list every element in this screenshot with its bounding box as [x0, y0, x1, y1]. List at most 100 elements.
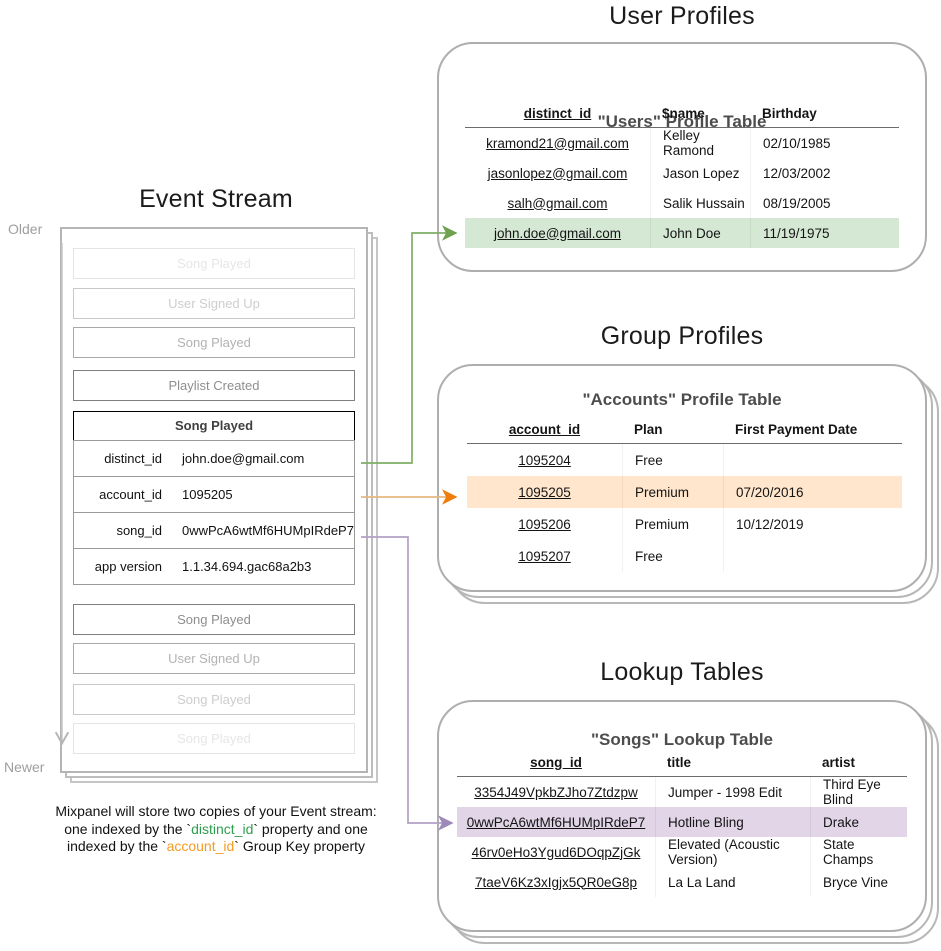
- users-table-title: "Users" Profile Table: [597, 112, 767, 131]
- cell-distinct-id: salh@gmail.com: [507, 195, 608, 211]
- cell-payment-date: 07/20/2016: [723, 476, 902, 508]
- property-key: account_id: [99, 487, 162, 502]
- songs-table-title: "Songs" Lookup Table: [590, 730, 774, 749]
- cell-name: Salik Hussain: [650, 188, 750, 218]
- cell-name: Kelley Ramond: [650, 128, 750, 158]
- property-value: 1.1.34.694.gac68a2b3: [182, 559, 312, 574]
- cell-artist: Bryce Vine: [810, 867, 907, 897]
- cell-birthday: 11/19/1975: [750, 218, 899, 248]
- event-box: Song Played: [73, 604, 355, 635]
- table-row: 7taeV6Kz3xIgjx5QR0eG8p La La Land Bryce …: [457, 867, 907, 897]
- cell-title: La La Land: [655, 867, 810, 897]
- cell-title: Hotline Bling: [655, 807, 810, 837]
- cell-birthday: 12/03/2002: [750, 158, 899, 188]
- users-table-header: distinct_id $name Birthday: [465, 100, 899, 126]
- cell-plan: Free: [622, 540, 723, 572]
- column-header-name: $name: [662, 105, 705, 121]
- table-row: 1095207 Free: [467, 540, 902, 572]
- property-key: app version: [94, 559, 162, 574]
- cell-song-id: 0wwPcA6wtMf6HUMpIRdeP7: [466, 814, 646, 830]
- lookup-tables-title: Lookup Tables: [600, 658, 764, 686]
- table-row-highlighted: 0wwPcA6wtMf6HUMpIRdeP7 Hotline Bling Dra…: [457, 807, 907, 837]
- property-value: john.doe@gmail.com: [182, 451, 305, 466]
- accounts-profile-card: "Accounts" Profile Table account_id Plan…: [437, 364, 939, 604]
- column-header-song-id: song_id: [530, 754, 582, 770]
- caption: Mixpanel will store two copies of your E…: [6, 803, 426, 856]
- column-header-first-payment-date: First Payment Date: [735, 421, 858, 437]
- cell-distinct-id: john.doe@gmail.com: [493, 225, 622, 241]
- cell-account-id: 1095205: [518, 484, 571, 500]
- table-row: kramond21@gmail.com Kelley Ramond 02/10/…: [465, 128, 899, 158]
- cell-artist: Third Eye Blind: [810, 777, 907, 807]
- table-row-highlighted: 1095205 Premium 07/20/2016: [467, 476, 902, 508]
- caption-account-id: account_id: [166, 838, 235, 854]
- event-box: Song Played: [73, 684, 355, 715]
- property-value: 1095205: [182, 487, 233, 502]
- group-profiles-title: Group Profiles: [600, 322, 764, 350]
- active-event-card: Song Played distinct_id john.doe@gmail.c…: [73, 411, 355, 585]
- cell-birthday: 02/10/1985: [750, 128, 899, 158]
- cell-distinct-id: kramond21@gmail.com: [486, 135, 629, 151]
- column-header-title: title: [667, 754, 692, 770]
- event-box: User Signed Up: [73, 288, 355, 319]
- table-row: jasonlopez@gmail.com Jason Lopez 12/03/2…: [465, 158, 899, 188]
- cell-account-id: 1095206: [518, 516, 571, 532]
- cell-birthday: 08/19/2005: [750, 188, 899, 218]
- column-header-plan: Plan: [634, 421, 663, 437]
- property-key: distinct_id: [104, 451, 162, 466]
- column-header-birthday: Birthday: [762, 105, 817, 121]
- cell-payment-date: [723, 540, 902, 572]
- cell-account-id: 1095207: [518, 548, 571, 564]
- event-box: Song Played: [73, 723, 355, 754]
- users-profile-card: "Users" Profile Table distinct_id $name …: [437, 42, 927, 272]
- accounts-table: account_id Plan First Payment Date 10952…: [467, 416, 902, 572]
- cell-plan: Premium: [622, 476, 723, 508]
- cell-song-id: 7taeV6Kz3xIgjx5QR0eG8p: [474, 874, 638, 890]
- cell-distinct-id: jasonlopez@gmail.com: [487, 165, 628, 181]
- active-event-name: Song Played: [73, 411, 355, 441]
- event-property-row-account-id: account_id 1095205: [73, 476, 355, 513]
- cell-payment-date: 10/12/2019: [723, 508, 902, 540]
- songs-table-header: song_id title artist: [457, 749, 907, 775]
- newer-label: Newer: [4, 759, 45, 775]
- event-stream-panel: Song Played User Signed Up Song Played P…: [60, 227, 378, 783]
- caption-line-3: indexed by the `account_id` Group Key pr…: [66, 838, 366, 854]
- accounts-table-title: "Accounts" Profile Table: [582, 390, 782, 409]
- caption-distinct-id: distinct_id: [191, 820, 254, 837]
- property-key: song_id: [116, 523, 162, 538]
- table-row: 3354J49VpkbZJho7Ztdzpw Jumper - 1998 Edi…: [457, 777, 907, 807]
- header-divider: [467, 443, 902, 444]
- cell-payment-date: [723, 444, 902, 476]
- event-property-row-song-id: song_id 0wwPcA6wtMf6HUMpIRdeP7: [73, 512, 355, 549]
- cell-song-id: 46rv0eHo3Ygud6DOqpZjGk: [471, 844, 641, 860]
- user-profiles-title: User Profiles: [609, 2, 755, 30]
- cell-plan: Free: [622, 444, 723, 476]
- table-row: salh@gmail.com Salik Hussain 08/19/2005: [465, 188, 899, 218]
- event-property-row-app-version: app version 1.1.34.694.gac68a2b3: [73, 548, 355, 585]
- cell-name: Jason Lopez: [650, 158, 750, 188]
- event-box: User Signed Up: [73, 643, 355, 674]
- cell-plan: Premium: [622, 508, 723, 540]
- older-label: Older: [8, 221, 43, 237]
- cell-song-id: 3354J49VpkbZJho7Ztdzpw: [474, 784, 638, 800]
- header-divider: [465, 127, 899, 128]
- table-row: 1095206 Premium 10/12/2019: [467, 508, 902, 540]
- header-divider: [457, 776, 907, 777]
- event-property-row-distinct-id: distinct_id john.doe@gmail.com: [73, 440, 355, 477]
- cell-artist: State Champs: [810, 837, 907, 867]
- accounts-table-header: account_id Plan First Payment Date: [467, 416, 902, 442]
- table-row: 1095204 Free: [467, 444, 902, 476]
- cell-artist: Drake: [810, 807, 907, 837]
- column-header-artist: artist: [822, 754, 856, 770]
- property-value: 0wwPcA6wtMf6HUMpIRdeP7: [182, 523, 354, 538]
- table-row-highlighted: john.doe@gmail.com John Doe 11/19/1975: [465, 218, 899, 248]
- users-table: distinct_id $name Birthday kramond21@gma…: [465, 100, 899, 248]
- event-box: Song Played: [73, 327, 355, 358]
- event-stream-title: Event Stream: [139, 185, 293, 213]
- column-header-distinct-id: distinct_id: [523, 105, 592, 121]
- table-row: 46rv0eHo3Ygud6DOqpZjGk Elevated (Acousti…: [457, 837, 907, 867]
- caption-line-1: Mixpanel will store two copies of your E…: [55, 803, 377, 819]
- cell-account-id: 1095204: [518, 452, 571, 468]
- cell-title: Elevated (Acoustic Version): [655, 837, 810, 867]
